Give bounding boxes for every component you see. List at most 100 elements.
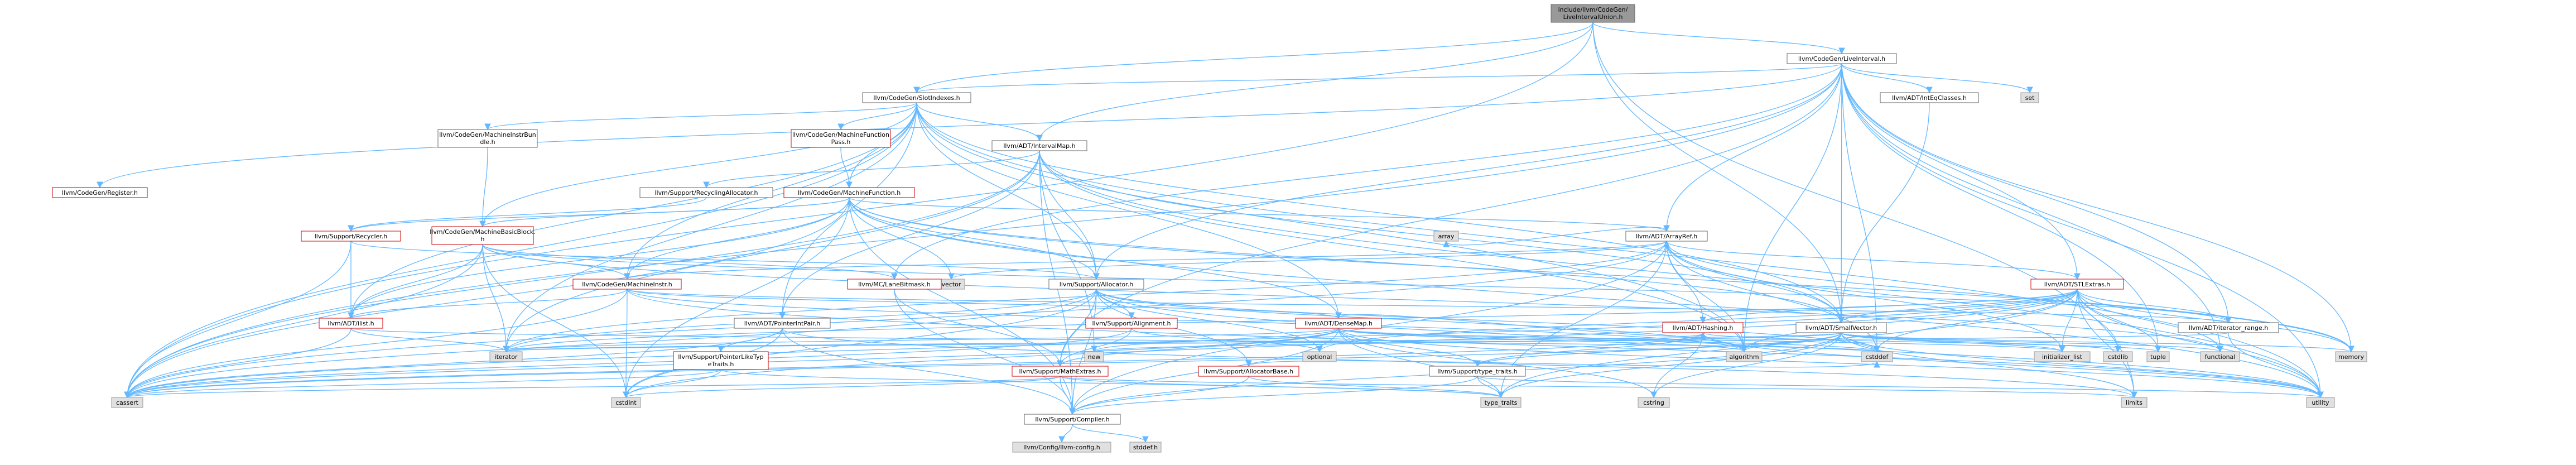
node-ilist[interactable]: llvm/ADT/ilist.h — [319, 318, 383, 329]
node-stlextras[interactable]: llvm/ADT/STLExtras.h — [2030, 279, 2124, 290]
dependency-edge — [1477, 376, 2323, 399]
node-machineinstr[interactable]: llvm/CodeGen/MachineInstr.h — [572, 279, 682, 290]
dependency-edge — [849, 197, 2354, 353]
dependency-edge — [624, 197, 850, 280]
dependency-edge — [782, 328, 2137, 399]
dependency-edge — [124, 328, 1132, 399]
node-recycler[interactable]: llvm/Support/Recycler.h — [301, 231, 401, 242]
node-box — [862, 92, 971, 103]
dependency-edge — [1841, 63, 2223, 353]
dependency-edge — [350, 328, 1880, 353]
dependency-edge — [124, 328, 352, 399]
dependency-edge — [124, 197, 850, 399]
dependency-edge — [1039, 150, 2324, 399]
node-mathextras[interactable]: llvm/Support/MathExtras.h — [1012, 366, 1109, 377]
node-slotindexes[interactable]: llvm/CodeGen/SlotIndexes.h — [862, 92, 971, 103]
dependency-edge — [1592, 22, 1845, 324]
node-typetraitsllvm[interactable]: llvm/Support/type_traits.h — [1429, 366, 1526, 377]
node-smallvector[interactable]: llvm/ADT/SmallVector.h — [1795, 322, 1887, 333]
node-pointerintpair[interactable]: llvm/ADT/PointerIntPair.h — [734, 318, 831, 329]
node-box — [783, 187, 915, 198]
node-allocator[interactable]: llvm/Support/Allocator.h — [1048, 279, 1144, 290]
node-label: llvm/ADT/iterator_range.h — [2189, 324, 2268, 332]
dependency-edge — [1650, 332, 1842, 399]
dependency-edge — [837, 102, 917, 131]
dependency-edge — [504, 332, 2229, 353]
dependency-edge — [627, 240, 1670, 280]
node-box — [1048, 279, 1144, 290]
node-lanebitmask[interactable]: llvm/MC/LaneBitmask.h — [847, 279, 942, 290]
dependency-edge — [916, 102, 1043, 142]
node-limits: limits — [2121, 397, 2148, 408]
dependency-edge — [1248, 376, 1504, 399]
node-recyclingalloc[interactable]: llvm/Support/RecyclingAllocator.h — [639, 187, 773, 198]
node-intervalmap[interactable]: llvm/ADT/IntervalMap.h — [991, 140, 1087, 151]
node-label: initializer_list — [2042, 353, 2083, 361]
dependency-edge — [913, 63, 1842, 94]
node-box — [489, 351, 523, 362]
node-register[interactable]: llvm/CodeGen/Register.h — [52, 187, 148, 198]
node-allocatorbase[interactable]: llvm/Support/AllocatorBase.h — [1198, 366, 1299, 377]
dependency-edge — [623, 289, 629, 399]
dependency-edge — [2077, 289, 2354, 353]
node-box — [2178, 322, 2279, 333]
dependency-edge — [124, 241, 352, 399]
node-label: llvm/Support/Recycler.h — [315, 233, 388, 240]
node-mbb[interactable]: llvm/CodeGen/MachineBasicBlock.h — [430, 226, 536, 245]
dependency-edge — [703, 150, 1040, 189]
node-label: iterator — [495, 353, 518, 361]
dependency-edge — [503, 241, 1667, 353]
node-label: llvm/ADT/SmallVector.h — [1805, 324, 1877, 332]
node-inteqclasses[interactable]: llvm/ADT/IntEqClasses.h — [1880, 92, 1979, 103]
node-iterator: iterator — [489, 351, 523, 362]
dependency-edge — [124, 328, 783, 399]
node-box — [431, 226, 534, 245]
node-compiler[interactable]: llvm/Support/Compiler.h — [1024, 414, 1121, 425]
nodes-layer: include/llvm/CodeGen/LiveIntervalUnion.h… — [52, 4, 2367, 453]
node-cstddef: cstddef — [1861, 351, 1893, 362]
node-box — [611, 397, 641, 408]
node-array: array — [1433, 231, 1459, 242]
node-cstdint: cstdint — [611, 397, 641, 408]
node-label: algorithm — [1729, 353, 1759, 361]
node-root[interactable]: include/llvm/CodeGen/LiveIntervalUnion.h — [1551, 4, 1635, 23]
node-box — [2306, 397, 2335, 408]
node-functional: functional — [2200, 351, 2240, 362]
node-densemap[interactable]: llvm/ADT/DenseMap.h — [1295, 318, 1382, 329]
dependency-edge — [840, 147, 853, 189]
node-alignment[interactable]: llvm/Support/Alignment.h — [1085, 318, 1178, 329]
node-arrayref[interactable]: llvm/ADT/ArrayRef.h — [1625, 231, 1708, 242]
node-liveinterval[interactable]: llvm/CodeGen/LiveInterval.h — [1787, 53, 1897, 64]
dependency-edge — [1841, 63, 1880, 353]
dependency-edge — [2077, 289, 2137, 399]
node-iteratorrange[interactable]: llvm/ADT/iterator_range.h — [2178, 322, 2279, 333]
node-box — [734, 318, 831, 329]
node-config: llvm/Config/llvm-config.h — [1012, 442, 1111, 453]
node-box — [1433, 231, 1459, 242]
dependency-edge — [1039, 150, 1747, 353]
node-box — [2335, 351, 2367, 362]
node-label: include/llvm/CodeGen/LiveIntervalUnion.h — [1558, 6, 1628, 21]
node-machinefunction[interactable]: llvm/CodeGen/MachineFunction.h — [783, 187, 915, 198]
node-label: llvm/Support/RecyclingAllocator.h — [654, 189, 758, 196]
node-label: functional — [2205, 353, 2236, 361]
dependency-edge — [503, 289, 2078, 353]
dependency-edge — [1666, 241, 2081, 280]
dependency-edge — [1592, 22, 2137, 399]
dependency-edge — [1666, 241, 1706, 324]
node-label: llvm/ADT/PointerIntPair.h — [744, 320, 821, 327]
dependency-edge — [916, 102, 1342, 319]
dependency-edge — [1072, 424, 1149, 443]
node-label: utility — [2312, 399, 2329, 406]
node-box — [1012, 442, 1111, 453]
dependency-edge — [124, 289, 1097, 399]
dependency-edge — [1841, 63, 2161, 353]
node-box — [1302, 351, 1337, 362]
dependency-edge — [97, 63, 1842, 189]
node-hashing[interactable]: llvm/ADT/Hashing.h — [1662, 322, 1744, 333]
node-label: llvm/CodeGen/MachineInstr.h — [582, 281, 672, 288]
